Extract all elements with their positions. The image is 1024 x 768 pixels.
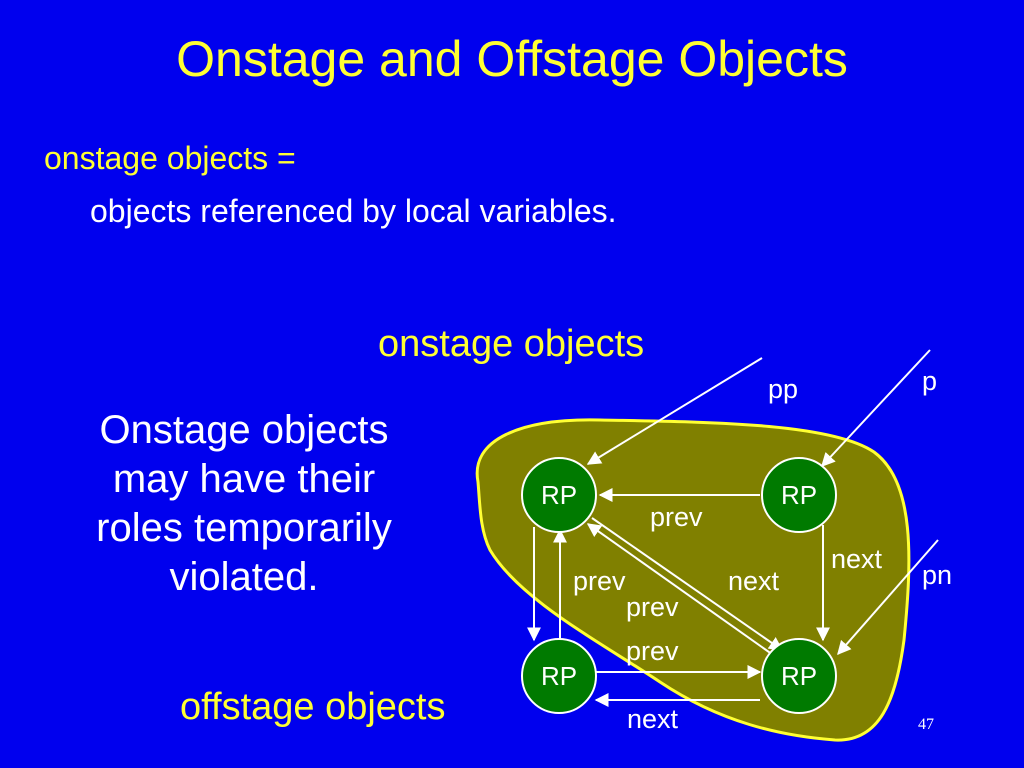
p-pointer-arrow <box>821 349 931 468</box>
edge-label-prev-left: prev <box>573 566 626 596</box>
node-bottom-left: RP <box>521 638 597 714</box>
node-label: RP <box>541 480 577 510</box>
edge-label-next-right: next <box>831 544 883 574</box>
edge-label-prev-top: prev <box>650 502 703 532</box>
edge-label-prev-diag1: prev <box>626 592 679 622</box>
pp-pointer-arrow <box>586 357 763 465</box>
variable-pp-label: pp <box>768 374 798 404</box>
variable-p-label: p <box>922 366 937 396</box>
note-line: may have their <box>112 457 376 501</box>
definition-term: onstage objects = <box>44 140 296 176</box>
edge-diag-next <box>591 517 784 651</box>
node-label: RP <box>541 661 577 691</box>
edge-label-next-diag: next <box>728 566 780 596</box>
slide-title: Onstage and Offstage Objects <box>176 31 848 87</box>
node-bottom-right: RP <box>761 638 837 714</box>
onstage-objects-label: onstage objects <box>378 323 644 365</box>
offstage-objects-label: offstage objects <box>180 686 446 728</box>
note-text: Onstage objects may have their roles tem… <box>60 406 428 602</box>
edge-diag-prev <box>586 523 777 658</box>
variable-pn-label: pn <box>922 560 952 590</box>
note-line: roles temporarily <box>96 506 392 550</box>
node-label: RP <box>781 480 817 510</box>
definition-text: objects referenced by local variables. <box>90 193 617 229</box>
node-top-left: RP <box>521 457 597 533</box>
note-line: violated. <box>169 555 319 599</box>
node-top-right: RP <box>761 457 837 533</box>
note-line: Onstage objects <box>99 408 389 452</box>
edge-label-next-bottom: next <box>627 704 679 734</box>
edge-label-prev-diag2: prev <box>626 636 679 666</box>
node-label: RP <box>781 661 817 691</box>
pn-pointer-arrow <box>837 539 939 656</box>
slide-number: 47 <box>918 716 934 733</box>
